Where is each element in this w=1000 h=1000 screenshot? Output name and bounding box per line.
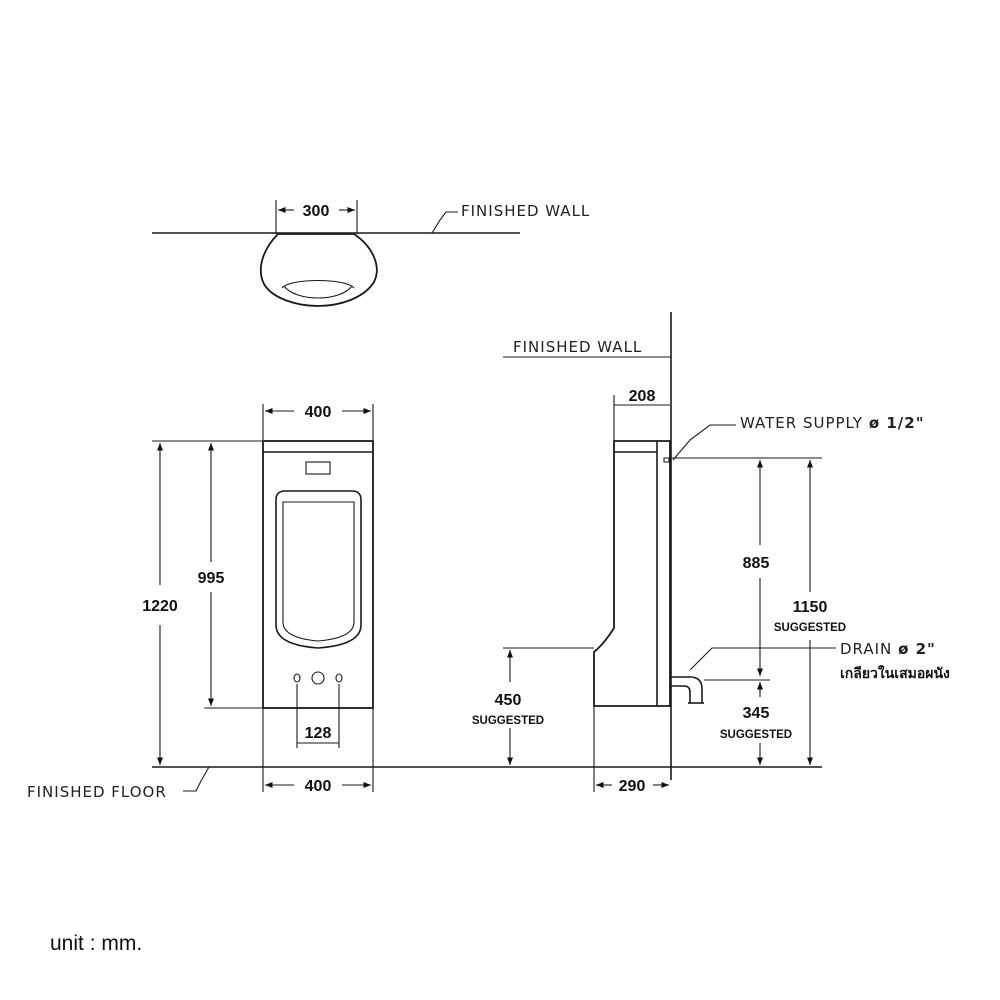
side-view: FINISHED WALL 208 290 WATER SUPPLY ø 1/2…: [472, 312, 950, 795]
front-bowl-outer: [275, 490, 362, 649]
top-view: FINISHED WALL 300: [152, 200, 590, 307]
side-depth-top-dim: 208: [629, 388, 656, 405]
floor-leader: [183, 766, 210, 792]
side-345-note: SUGGESTED: [720, 729, 792, 741]
side-drain-pipe-inner: [671, 685, 691, 703]
drain-leader: [689, 647, 836, 671]
top-wall-leader: [431, 211, 458, 234]
front-height-total-dim: 1220: [142, 598, 178, 615]
side-drain-pipe-outer: [671, 676, 703, 703]
front-top-width-dim: 400: [305, 404, 332, 421]
front-body: [262, 440, 374, 709]
side-water-inlet: [663, 457, 670, 463]
side-depth-bottom-dim: 290: [619, 778, 646, 795]
top-width-dim: 300: [303, 203, 330, 220]
top-bowl-inner: [283, 285, 353, 299]
side-body: [593, 440, 671, 707]
unit-note: unit : mm.: [50, 932, 143, 955]
water-supply-text: WATER SUPPLY: [740, 414, 863, 432]
side-450-note: SUGGESTED: [472, 715, 544, 727]
side-345-dim: 345: [743, 705, 770, 722]
side-1150-note: SUGGESTED: [774, 622, 846, 634]
top-bowl-outline: [259, 233, 378, 307]
drain-label: DRAIN ø 2": [840, 640, 936, 658]
finished-floor-label: FINISHED FLOOR: [27, 783, 167, 801]
drain-text: DRAIN: [840, 640, 892, 658]
front-drain-spacing-dim: 128: [305, 725, 332, 742]
side-450-dim: 450: [495, 692, 522, 709]
front-bowl-inner: [282, 501, 355, 642]
front-bottom-width-dim: 400: [305, 778, 332, 795]
drain-size: ø 2": [898, 640, 936, 658]
front-fixing-hole-right: [335, 673, 343, 683]
drain-thai-note: เกลียวในเสมอผนัง: [840, 664, 950, 682]
side-finished-wall-label: FINISHED WALL: [513, 338, 642, 356]
side-1150-dim: 1150: [793, 599, 828, 616]
front-view: 400 128 400 1220 995: [142, 404, 374, 795]
water-supply-leader: [672, 424, 736, 461]
front-drain-hole: [311, 671, 325, 685]
front-sensor-window: [305, 461, 331, 475]
water-supply-size: ø 1/2": [869, 414, 925, 432]
front-fixing-hole-left: [293, 673, 301, 683]
top-finished-wall-label: FINISHED WALL: [461, 202, 590, 220]
top-bowl-rim: [281, 279, 355, 289]
water-supply-label: WATER SUPPLY ø 1/2": [740, 414, 925, 432]
side-885-dim: 885: [743, 555, 770, 572]
floor: FINISHED FLOOR: [27, 766, 822, 801]
front-height-bowl-dim: 995: [198, 570, 225, 587]
